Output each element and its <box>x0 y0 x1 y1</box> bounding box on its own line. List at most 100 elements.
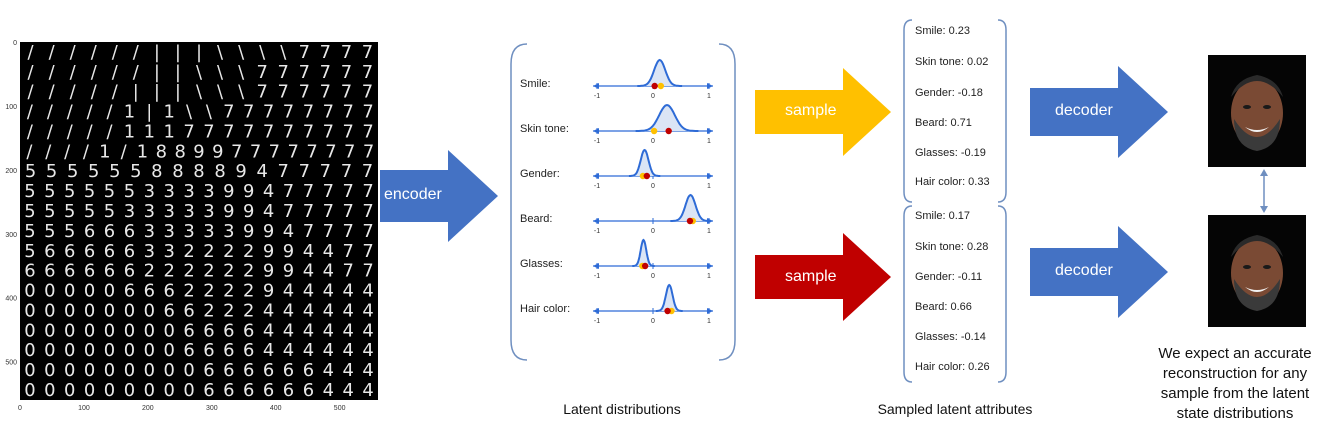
grid-digit: 4 <box>362 300 373 321</box>
grid-digit: 7 <box>303 201 314 222</box>
grid-digit: 6 <box>243 320 254 341</box>
grid-digit: / <box>28 42 35 63</box>
grid-digit: 5 <box>109 161 120 182</box>
grid-digit: 0 <box>24 360 35 381</box>
sampled-bottom-gender: Gender: -0.11 <box>915 271 983 283</box>
distribution-tick-label: 0 <box>651 273 655 280</box>
grid-digit: 0 <box>64 320 75 341</box>
grid-digit: 9 <box>243 201 254 222</box>
grid-digit: 0 <box>104 320 115 341</box>
grid-digit: 0 <box>144 340 155 361</box>
sampled-top-smile: Smile: 0.23 <box>915 25 971 37</box>
grid-digit: 6 <box>124 261 135 282</box>
grid-digit: 2 <box>203 300 214 321</box>
distribution-curve-fill <box>637 60 683 86</box>
sampled-bottom-glasses: Glasses: -0.14 <box>915 331 986 343</box>
grid-digit: 9 <box>283 241 294 262</box>
grid-digit: 0 <box>163 380 174 401</box>
grid-digit: \ <box>217 62 224 83</box>
grid-digit: 1 <box>144 121 155 142</box>
distribution-axis-arrow-right <box>707 83 713 89</box>
grid-digit: 4 <box>323 360 334 381</box>
grid-digit: 1 <box>163 102 174 123</box>
grid-digit: 4 <box>323 380 334 401</box>
distribution-tick-label: -1 <box>594 318 600 325</box>
grid-digit: \ <box>196 82 203 103</box>
distribution-axis-arrow-left <box>593 128 599 134</box>
grid-digit: 3 <box>163 221 174 242</box>
sample-arrow-top <box>755 68 891 156</box>
grid-digit: 6 <box>44 241 55 262</box>
grid-y-tick-label: 100 <box>5 104 17 111</box>
grid-digit: 2 <box>243 281 254 302</box>
grid-digit: 4 <box>362 380 373 401</box>
grid-digit: \ <box>217 82 224 103</box>
grid-digit: 5 <box>64 221 75 242</box>
grid-digit: / <box>121 141 128 162</box>
grid-digit: 2 <box>183 261 194 282</box>
grid-digit: | <box>154 62 160 83</box>
grid-digit: 7 <box>363 141 374 162</box>
distribution-curve <box>670 193 710 222</box>
grid-digit: 4 <box>323 241 334 262</box>
grid-digit: 7 <box>306 141 317 162</box>
reconstructed-face-top <box>1208 55 1306 167</box>
result-caption-line-1: We expect an accurate <box>1158 345 1312 362</box>
grid-digit: 7 <box>256 82 267 103</box>
sampled-attributes-caption: Sampled latent attributes <box>877 401 1033 417</box>
grid-digit: 0 <box>183 380 194 401</box>
grid-digit: | <box>133 82 139 103</box>
grid-digit: 6 <box>104 241 115 262</box>
grid-digit: 0 <box>144 300 155 321</box>
distribution-tick-label: 0 <box>651 138 655 145</box>
distribution-sample-red <box>665 127 672 135</box>
grid-digit: 5 <box>124 181 135 202</box>
grid-digit: 5 <box>88 161 99 182</box>
grid-digit: 6 <box>104 261 115 282</box>
distribution-axis-arrow-left <box>593 263 599 269</box>
grid-digit: 4 <box>323 261 334 282</box>
grid-digit: \ <box>259 42 266 63</box>
grid-digit: 0 <box>44 360 55 381</box>
grid-digit: / <box>49 42 56 63</box>
grid-digit: 4 <box>263 201 274 222</box>
grid-digit: 6 <box>183 320 194 341</box>
grid-digit: 5 <box>64 201 75 222</box>
face-image-bottom <box>1231 235 1283 311</box>
grid-digit: 9 <box>223 181 234 202</box>
grid-digit: / <box>45 141 52 162</box>
distribution-curve-fill <box>655 285 683 311</box>
grid-digit: 6 <box>243 340 254 361</box>
grid-y-tick-label: 300 <box>5 232 17 239</box>
grid-digit: / <box>70 42 77 63</box>
distribution-tick-label: -1 <box>594 183 600 190</box>
grid-digit: 6 <box>303 360 314 381</box>
grid-digit: 7 <box>299 82 310 103</box>
grid-digit: 0 <box>64 340 75 361</box>
sampled-top-beard: Beard: 0.71 <box>915 117 972 129</box>
grid-digit: / <box>112 82 119 103</box>
grid-digit: 7 <box>256 62 267 83</box>
grid-digit: 6 <box>203 360 214 381</box>
grid-digit: 6 <box>124 221 135 242</box>
grid-digit: 9 <box>223 201 234 222</box>
grid-digit: \ <box>238 42 245 63</box>
grid-digit: 3 <box>163 201 174 222</box>
grid-digit: 7 <box>320 62 331 83</box>
distribution-axis-arrow-left <box>593 218 599 224</box>
grid-digit: 2 <box>243 300 254 321</box>
face-link-arrow <box>1260 169 1268 213</box>
grid-digit: 2 <box>183 241 194 262</box>
grid-digit: 4 <box>283 320 294 341</box>
grid-digit: 6 <box>84 221 95 242</box>
grid-digit: 0 <box>144 360 155 381</box>
grid-digit: 4 <box>283 221 294 242</box>
grid-digit: 0 <box>24 300 35 321</box>
grid-digit: / <box>49 82 56 103</box>
grid-digit: \ <box>186 102 193 123</box>
distribution-label: Glasses: <box>520 258 563 270</box>
grid-digit: 7 <box>288 141 299 162</box>
distribution-curve <box>635 103 699 132</box>
latent-distributions-caption: Latent distributions <box>563 401 681 417</box>
